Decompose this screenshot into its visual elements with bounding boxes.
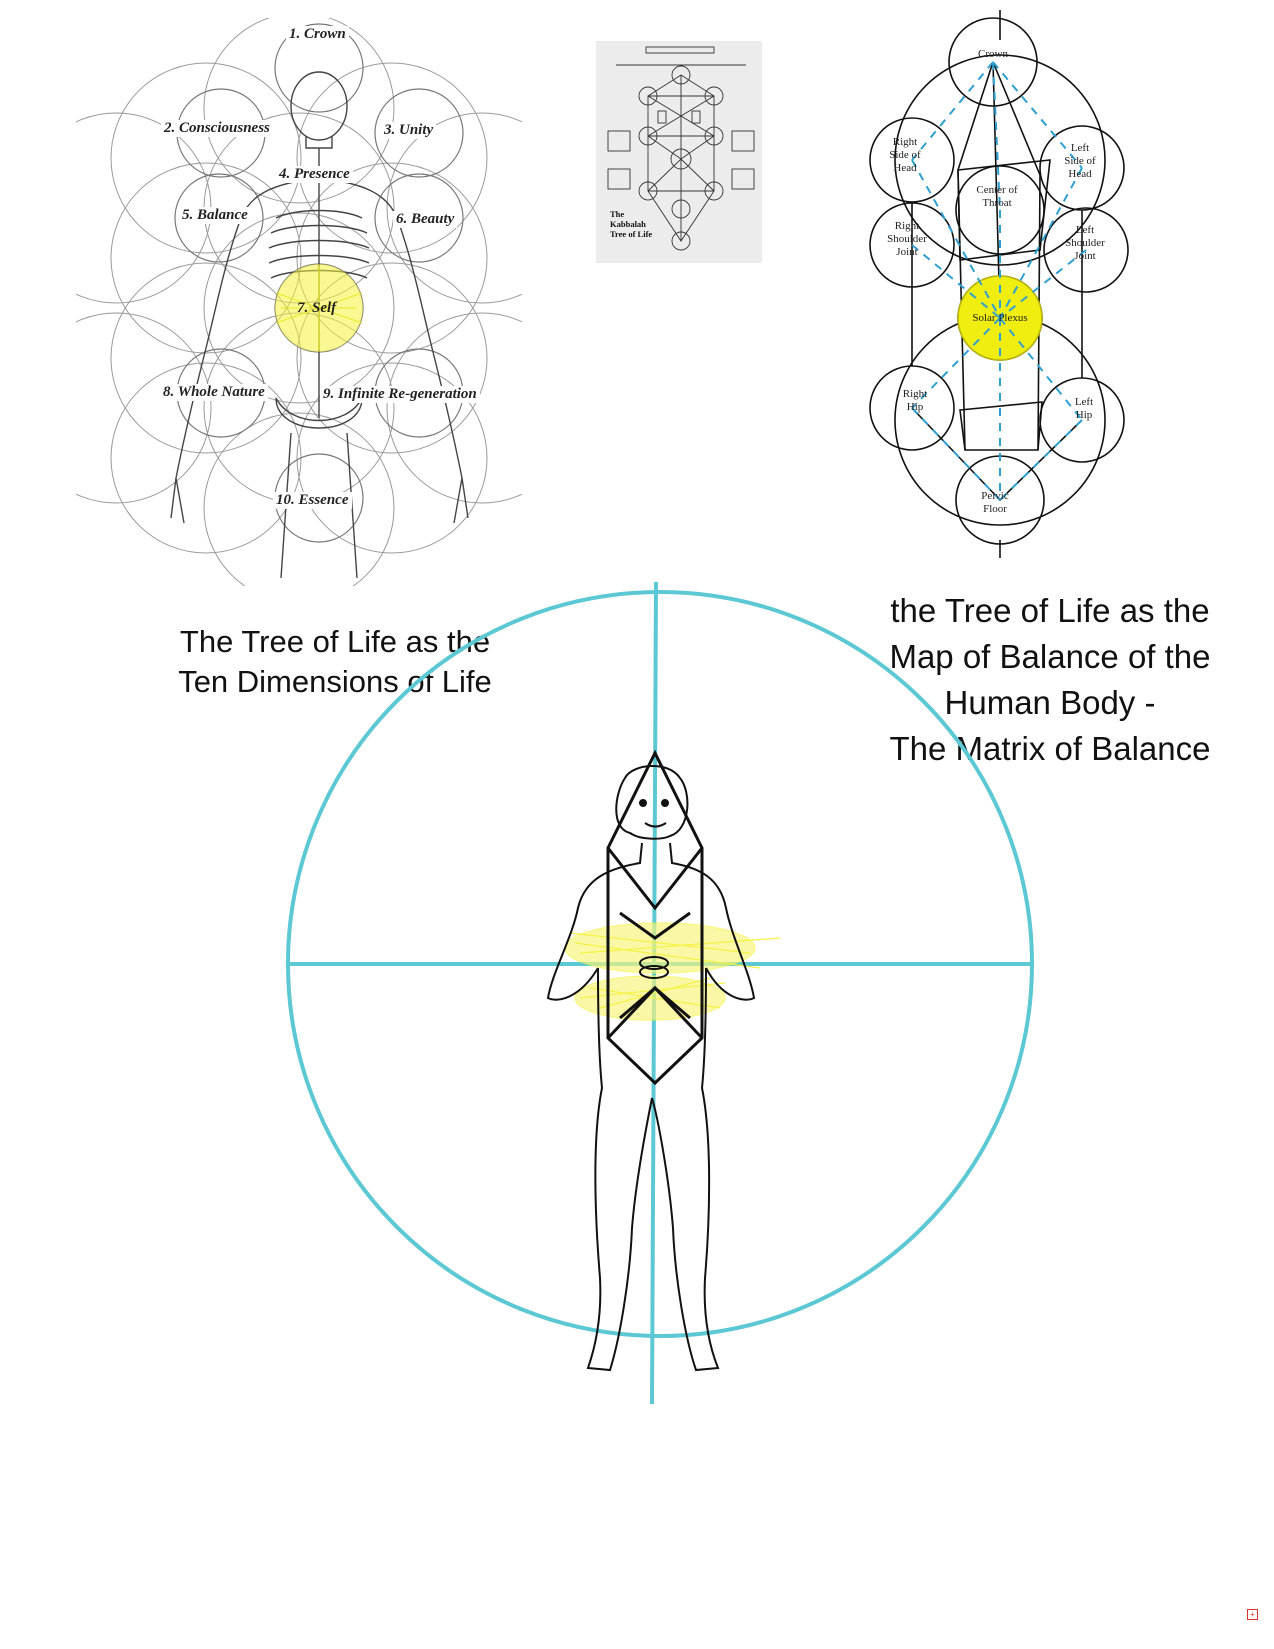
matrix-of-balance-diagram: Crown Right Side of Head Left Side of He… [860,10,1140,558]
label-balance: 5. Balance [179,207,251,224]
node-label-line: Right [902,388,928,400]
node-label-line: Head [893,162,917,174]
heart-glow [564,922,781,1021]
matrix-of-balance-caption: the Tree of Life as the Map of Balance o… [860,588,1240,772]
label-essence: 10. Essence [273,492,352,509]
label-presence: 4. Presence [276,166,353,183]
ten-dimensions-artwork [20,12,578,604]
node-label-line: Shoulder [887,233,927,245]
kabbalah-photo-label: The Kabbalah Tree of Life [610,209,652,239]
label-consciousness: 2. Consciousness [161,120,273,137]
node-label-line: Side of [889,149,921,161]
node-label-line: Joint [1074,250,1096,262]
photo-label-line: Tree of Life [610,229,653,239]
node-right-hip: Right Hip [880,388,950,414]
label-infinite-regeneration: 9. Infinite Re-generation [320,386,480,403]
node-label-line: Right [892,136,918,148]
caption-line: Human Body - [944,684,1156,721]
ten-dimensions-caption: The Tree of Life as the Ten Dimensions o… [135,622,535,702]
caption-line: The Matrix of Balance [889,730,1211,767]
node-label-line: Hip [1075,409,1093,421]
node-label-line: Left [1075,224,1095,236]
caption-line: the Tree of Life as the [890,592,1210,629]
human-figure-artwork [286,581,1034,1405]
node-left-hip: Left Hip [1049,396,1119,422]
label-unity: 3. Unity [381,122,437,139]
label-beauty: 6. Beauty [393,211,458,228]
node-label-line: Pelvic [981,490,1009,502]
caption-line: Map of Balance of the [889,638,1211,675]
node-left-shoulder-joint: Left Shoulder Joint [1050,224,1120,263]
node-label-line: Side of [1064,155,1096,167]
kabbalah-tree-sketch [596,41,762,263]
label-self: 7. Self [297,300,337,316]
node-label-line: Head [1068,168,1092,180]
human-figure-diagram [280,578,1040,1408]
node-right-shoulder-joint: Right Shoulder Joint [872,220,942,259]
node-crown-circle [948,17,1038,107]
node-pelvic-floor: Pelvic Floor [960,490,1030,516]
node-crown: Crown [958,48,1028,61]
caption-line: Ten Dimensions of Life [178,664,492,699]
node-label-line: Crown [978,48,1008,60]
ten-dimensions-diagram: 1. Crown 2. Consciousness 3. Unity 4. Pr… [20,12,578,604]
matrix-of-balance-artwork [869,10,1129,558]
caption-line: The Tree of Life as the [179,624,491,659]
node-label-line: Solar Plexus [972,312,1028,324]
node-left-side-of-head: Left Side of Head [1045,142,1115,181]
node-right-side-of-head: Right Side of Head [870,136,940,175]
kabbalah-photo: The Kabbalah Tree of Life [596,41,762,263]
expand-icon[interactable]: + [1247,1609,1258,1620]
label-crown: 1. Crown [286,26,349,43]
node-label-line: Floor [983,503,1007,515]
photo-label-line: Kabbalah [610,219,646,229]
node-label-line: Left [1074,396,1094,408]
node-label-line: Hip [906,401,924,413]
node-label-line: Throat [982,197,1012,209]
label-whole-nature: 8. Whole Nature [160,384,268,401]
node-label-line: Right [894,220,920,232]
photo-label-line: The [610,209,625,219]
node-label-line: Shoulder [1065,237,1105,249]
node-solar-plexus: Solar Plexus [962,312,1038,325]
node-label-line: Left [1070,142,1090,154]
node-label-line: Center of [976,184,1018,196]
node-label-line: Joint [896,246,918,258]
node-center-of-throat: Center of Throat [962,184,1032,210]
